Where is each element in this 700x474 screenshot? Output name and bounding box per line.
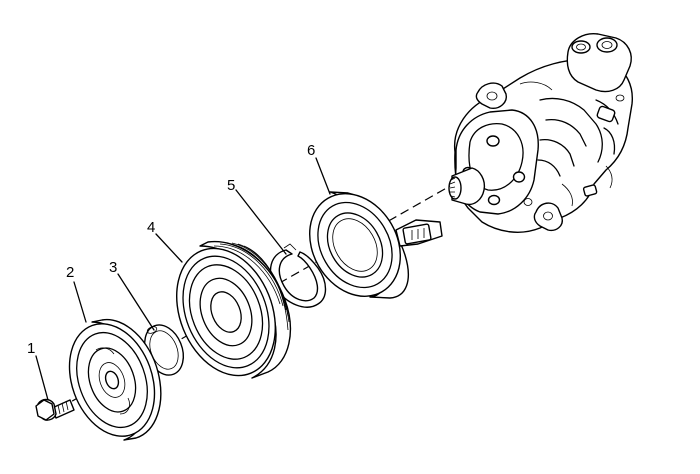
compressor-body	[448, 33, 633, 233]
clutch-drive-plate	[68, 318, 162, 441]
clutch-plate-bolt	[35, 398, 75, 421]
clutch-pulley	[176, 240, 292, 379]
callout-6: 6	[307, 142, 315, 159]
callout-2: 2	[66, 264, 74, 281]
callout-5: 5	[227, 177, 235, 194]
callout-4: 4	[147, 219, 155, 236]
clutch-coil	[309, 191, 443, 299]
leader-lines	[35, 157, 331, 401]
callout-1: 1	[27, 340, 35, 357]
callout-3: 3	[109, 259, 117, 276]
